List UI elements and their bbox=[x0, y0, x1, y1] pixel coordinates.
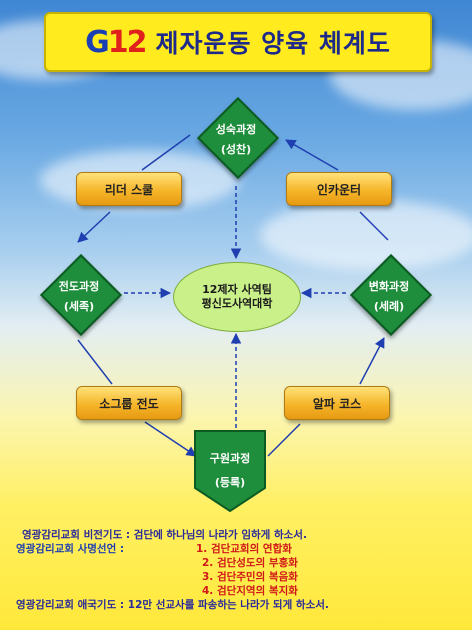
vision-label: 영광감리교회 비전기도 : bbox=[22, 529, 131, 541]
diamond-shape bbox=[196, 96, 280, 180]
node-transformation-subtitle: (세례) bbox=[373, 300, 405, 313]
patriot-label: 영광감리교회 애국기도 : bbox=[16, 599, 125, 611]
center-line-1: 12제자 사역팀 bbox=[202, 283, 272, 296]
arrow-leaderschool-to-left bbox=[77, 211, 111, 243]
center-ministry-team: 12제자 사역팀 평신도사역대학 bbox=[173, 262, 301, 332]
box-encounter: 인카운터 bbox=[286, 172, 392, 206]
pentagon-shape bbox=[194, 430, 266, 513]
title-banner: G12 제자운동 양육 체계도 bbox=[44, 12, 432, 72]
node-salvation: 구원과정 (등록) bbox=[194, 430, 266, 513]
mission-item: 2. 검단성도의 부흥화 bbox=[202, 557, 298, 569]
node-maturity-subtitle: (성찬) bbox=[220, 143, 252, 156]
cloud-decoration bbox=[260, 200, 472, 270]
arrow-smallgroup-to-bottom bbox=[144, 421, 197, 457]
mission-item: 4. 검단지역의 복지화 bbox=[202, 585, 298, 597]
connector-right-to-encounter bbox=[359, 211, 389, 241]
node-transformation-title: 변화과정 bbox=[368, 280, 410, 293]
g12-logo: G12 bbox=[85, 24, 147, 60]
node-evangelism-title: 전도과정 bbox=[58, 280, 100, 293]
box-leader-school: 리더 스쿨 bbox=[76, 172, 182, 206]
mission-label: 영광감리교회 사명선언 : bbox=[16, 543, 125, 555]
diamond-shape bbox=[39, 253, 123, 337]
connector-top-to-leaderschool bbox=[141, 134, 191, 171]
connector-left-to-smallgroup bbox=[77, 339, 113, 385]
box-small-group-evangelism: 소그룹 전도 bbox=[76, 386, 182, 420]
diamond-shape bbox=[349, 253, 433, 337]
vision-prayer: 영광감리교회 비전기도 : 검단에 하나님의 나라가 임하게 하소서. bbox=[22, 528, 468, 542]
mission-item: 1. 검단교회의 연합화 bbox=[196, 543, 292, 555]
box-alpha-course: 알파 코스 bbox=[284, 386, 390, 420]
node-evangelism-subtitle: (세족) bbox=[63, 300, 95, 313]
arrow-alpha-to-right bbox=[359, 337, 385, 385]
node-maturity-title: 성숙과정 bbox=[215, 123, 257, 136]
vision-text: 검단에 하나님의 나라가 임하게 하소서. bbox=[133, 529, 307, 541]
patriot-prayer: 영광감리교회 애국기도 : 12만 선교사를 파송하는 나라가 되게 하소서. bbox=[16, 598, 468, 612]
node-salvation-subtitle: (등록) bbox=[214, 476, 246, 489]
footer-text: 영광감리교회 비전기도 : 검단에 하나님의 나라가 임하게 하소서. 영광감리… bbox=[8, 528, 468, 612]
node-evangelism: 전도과정 (세족) bbox=[34, 248, 124, 338]
mission-item: 3. 검단주민의 복음화 bbox=[202, 571, 298, 583]
node-transformation: 변화과정 (세례) bbox=[344, 248, 434, 338]
center-line-2: 평신도사역대학 bbox=[201, 297, 273, 310]
patriot-text: 12만 선교사를 파송하는 나라가 되게 하소서. bbox=[127, 599, 329, 611]
connector-bottom-to-alpha bbox=[267, 423, 301, 457]
arrow-encounter-to-top bbox=[285, 139, 339, 171]
page-title: 제자운동 양육 체계도 bbox=[155, 29, 391, 58]
node-maturity: 성숙과정 (성찬) bbox=[191, 91, 281, 181]
mission-statement: 영광감리교회 사명선언 : 1. 검단교회의 연합화 bbox=[8, 542, 468, 556]
node-salvation-title: 구원과정 bbox=[209, 452, 251, 465]
